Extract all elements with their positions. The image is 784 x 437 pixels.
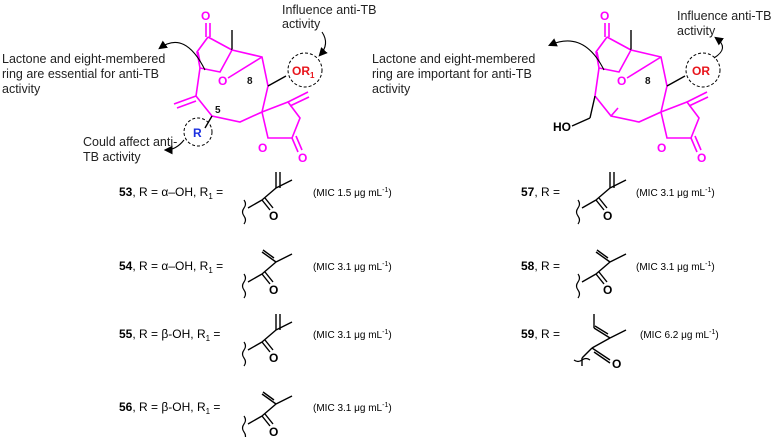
left-influence-line1: Influence anti-TB [282, 3, 377, 17]
right-carbonyl-o: O [697, 151, 706, 165]
svg-text:O: O [603, 283, 612, 297]
left-or1-label: OR1 [292, 64, 315, 80]
label-54: 54, R = α–OH, R1 = [119, 259, 223, 275]
substituent-methacryloyl-57: O [575, 172, 627, 225]
compound-57: 57, R = (MIC 3.1 μg mL-1) [521, 185, 715, 199]
mic-55: (MIC 3.1 μg mL-1) [313, 329, 392, 341]
svg-text:O: O [612, 357, 621, 371]
right-pos8: 8 [645, 76, 651, 87]
right-lactone-line3: activity [372, 82, 411, 96]
compound-54: 54, R = α–OH, R1 = (MIC 3.1 μg mL-1) [119, 259, 392, 275]
right-influence-line1: Influence anti-TB [677, 9, 772, 23]
left-pos5: 5 [215, 105, 221, 116]
right-lactone-line2: ring are important for anti-TB [372, 67, 532, 81]
left-scaffold: O O O O 8 5 OR1 R [173, 9, 323, 165]
left-influence-arrow [318, 31, 328, 57]
compound-55: 55, R = β-OH, R1 = (MIC 3.1 μg mL-1) [119, 327, 392, 343]
label-55: 55, R = β-OH, R1 = [119, 327, 220, 343]
left-lactone-o: O [258, 141, 267, 155]
substituent-methacryloyl-53: O [241, 172, 293, 225]
mic-53: (MIC 1.5 μg mL-1) [313, 187, 392, 199]
left-could-line1: Could affect anti- [83, 135, 177, 149]
svg-text:O: O [269, 425, 278, 437]
substituent-tigloyl-56: O [241, 391, 293, 437]
compound-59: 59, R = (MIC 6.2 μg mL-1) [521, 327, 719, 341]
mic-58: (MIC 3.1 μg mL-1) [636, 261, 715, 273]
right-influence-arrow [713, 36, 724, 59]
label-57: 57, R = [521, 185, 560, 199]
left-ketone-o: O [201, 9, 210, 23]
compound-53: 53, R = α–OH, R1 = (MIC 1.5 μg mL-1) [119, 185, 392, 201]
left-r-circle [183, 117, 213, 147]
left-could-arrow [163, 139, 185, 155]
compound-58: 58, R = (MIC 3.1 μg mL-1) [521, 259, 715, 273]
substituent-methacryloyl-55: O [241, 314, 293, 367]
right-influence-line2: activity [677, 24, 716, 38]
svg-text:O: O [269, 283, 278, 297]
svg-text:O: O [269, 209, 278, 223]
right-ring-o: O [617, 74, 626, 88]
substituent-tigloyl-54: O [241, 249, 293, 299]
compound-56: 56, R = β-OH, R1 = (MIC 3.1 μg mL-1) [119, 400, 392, 416]
right-scaffold: O O O O HO 8 OR [553, 9, 721, 165]
substituent-tigloyl-58: O [575, 249, 627, 299]
mic-59: (MIC 6.2 μg mL-1) [640, 329, 719, 341]
left-ring-o: O [218, 74, 227, 88]
mic-54: (MIC 3.1 μg mL-1) [313, 261, 392, 273]
mic-57: (MIC 3.1 μg mL-1) [636, 187, 715, 199]
right-ho-label: HO [553, 120, 571, 134]
left-or1-circle [287, 52, 323, 88]
right-or-circle [685, 52, 721, 88]
right-ketone-o: O [600, 9, 609, 23]
left-pos8: 8 [247, 76, 253, 87]
left-lactone-line1: Lactone and eight-membered [2, 52, 165, 66]
svg-text:O: O [603, 209, 612, 223]
left-carbonyl-o: O [298, 151, 307, 165]
label-59: 59, R = [521, 327, 560, 341]
mic-56: (MIC 3.1 μg mL-1) [313, 402, 392, 414]
right-lactone-o: O [657, 141, 666, 155]
label-56: 56, R = β-OH, R1 = [119, 400, 220, 416]
label-53: 53, R = α–OH, R1 = [119, 185, 223, 201]
substituent-angeloyl-59: O [573, 314, 627, 371]
right-or-label: OR [692, 64, 710, 78]
svg-text:O: O [269, 351, 278, 365]
left-influence-line2: activity [282, 17, 321, 31]
left-lactone-line2: ring are essential for anti-TB [2, 67, 159, 81]
label-58: 58, R = [521, 259, 560, 273]
left-could-line2: TB activity [83, 150, 141, 164]
left-r-label: R [193, 126, 202, 140]
right-lactone-arrow [547, 38, 605, 71]
left-lactone-arrow [158, 40, 206, 71]
left-lactone-line3: activity [2, 82, 41, 96]
right-lactone-line1: Lactone and eight-membered [372, 52, 535, 66]
